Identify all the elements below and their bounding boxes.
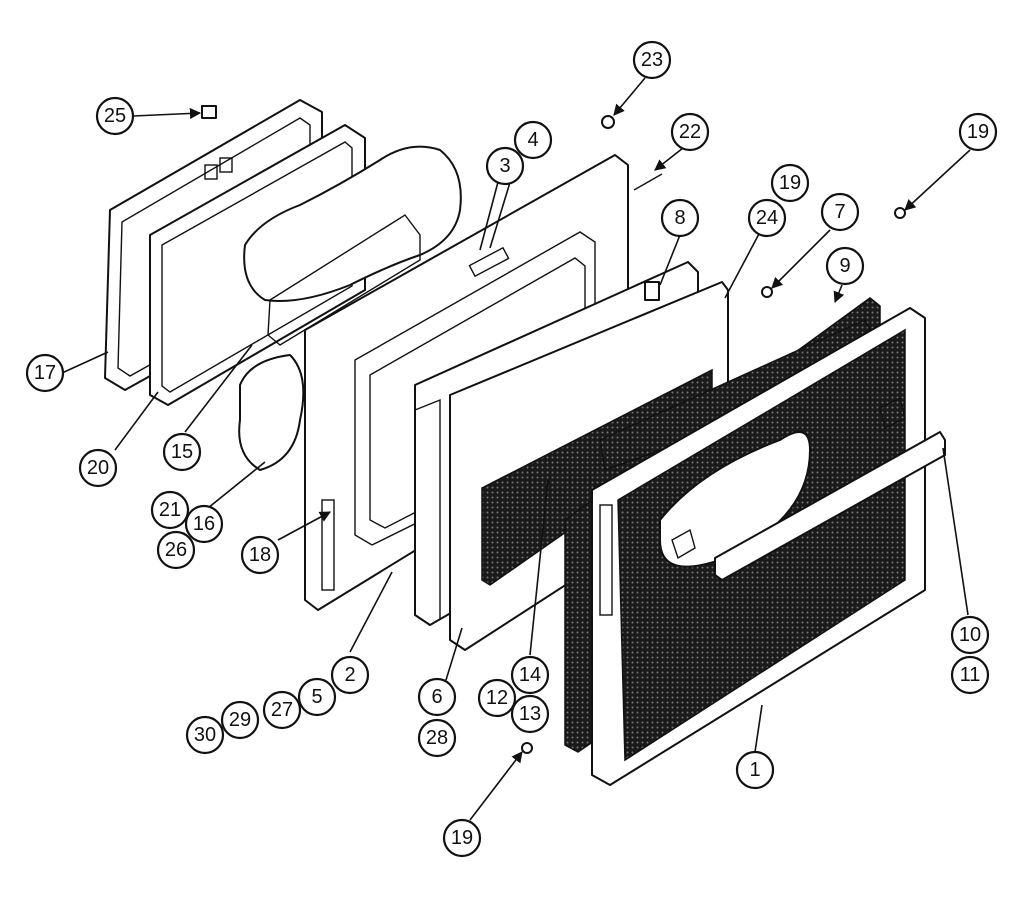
svg-text:12: 12 [486, 687, 508, 709]
svg-text:19: 19 [967, 121, 989, 143]
svg-text:23: 23 [641, 49, 663, 71]
svg-text:6: 6 [431, 686, 442, 708]
callout-7: 7 [820, 192, 860, 232]
callout-2: 2 [330, 655, 370, 695]
callout-22: 22 [670, 112, 710, 152]
svg-text:15: 15 [171, 441, 193, 463]
svg-text:29: 29 [229, 709, 251, 731]
part-19-screw-top [894, 207, 906, 219]
callout-13: 13 [510, 694, 550, 734]
callout-10: 10 [950, 615, 990, 655]
svg-text:3: 3 [499, 155, 510, 177]
callout-17: 17 [25, 353, 65, 393]
svg-text:27: 27 [271, 699, 293, 721]
svg-text:20: 20 [87, 457, 109, 479]
svg-text:18: 18 [249, 544, 271, 566]
svg-text:24: 24 [756, 207, 778, 229]
part-16-insulation [238, 145, 462, 471]
svg-text:28: 28 [426, 727, 448, 749]
part-23-screw [601, 115, 615, 129]
callout-15: 15 [162, 432, 202, 472]
svg-text:7: 7 [834, 201, 845, 223]
svg-text:4: 4 [527, 129, 538, 151]
part-10-handle [671, 396, 946, 581]
svg-text:16: 16 [193, 513, 215, 535]
callout-9: 9 [825, 246, 865, 286]
callout-26: 26 [156, 530, 196, 570]
part-7-screw [761, 286, 773, 298]
callout-11: 11 [950, 655, 990, 695]
svg-text:19: 19 [779, 172, 801, 194]
callout-3: 3 [485, 146, 525, 186]
svg-text:9: 9 [839, 255, 850, 277]
svg-text:8: 8 [674, 207, 685, 229]
svg-text:30: 30 [194, 724, 216, 746]
svg-text:11: 11 [960, 664, 981, 686]
svg-text:21: 21 [159, 499, 181, 521]
svg-text:26: 26 [165, 539, 187, 561]
callout-5: 5 [297, 677, 337, 717]
callout-19-bottom: 19 [442, 818, 482, 858]
part-19-screw-bottom [521, 742, 533, 754]
svg-text:22: 22 [679, 121, 701, 143]
callout-14: 14 [510, 655, 550, 695]
svg-text:10: 10 [959, 624, 981, 646]
small-hardware [201, 105, 906, 754]
callout-19-top-center: 19 [770, 163, 810, 203]
callout-labels: 25 23 22 4 3 19 24 8 7 19 9 17 20 15 21 … [25, 40, 998, 858]
callout-16: 16 [184, 504, 224, 544]
callout-1: 1 [735, 750, 775, 790]
svg-text:14: 14 [519, 664, 541, 686]
part-25-clip [201, 105, 217, 119]
part-22-pin [633, 173, 663, 191]
callout-4: 4 [513, 120, 553, 160]
svg-text:19: 19 [451, 827, 473, 849]
callout-6: 6 [417, 677, 457, 717]
svg-text:2: 2 [344, 664, 355, 686]
callout-23: 23 [632, 40, 672, 80]
svg-text:5: 5 [311, 686, 322, 708]
callout-8: 8 [660, 198, 700, 238]
svg-text:25: 25 [104, 105, 126, 127]
part-8-bracket [644, 281, 660, 301]
leader-lines [61, 77, 971, 821]
callout-21: 21 [150, 490, 190, 530]
callout-20: 20 [78, 448, 118, 488]
svg-text:1: 1 [749, 759, 760, 781]
callout-25: 25 [95, 96, 135, 136]
callout-29: 29 [220, 700, 260, 740]
callout-19-top-right: 19 [958, 112, 998, 152]
callout-30: 30 [185, 715, 225, 755]
callout-18: 18 [240, 535, 280, 575]
callout-12: 12 [477, 678, 517, 718]
svg-text:13: 13 [519, 703, 541, 725]
callout-27: 27 [262, 690, 302, 730]
callout-28: 28 [417, 718, 457, 758]
callout-24: 24 [747, 198, 787, 238]
svg-text:17: 17 [34, 362, 56, 384]
